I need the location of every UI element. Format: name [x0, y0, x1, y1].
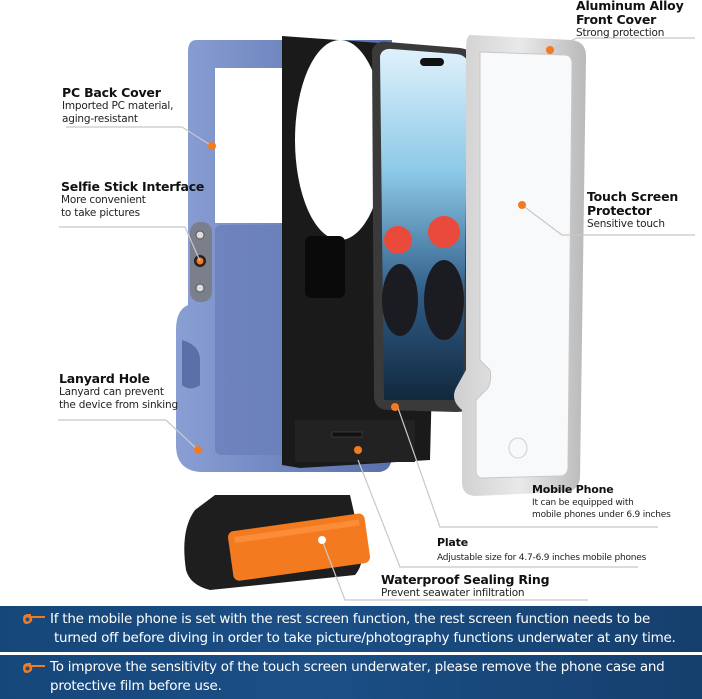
aluminum-front-cover: [454, 35, 586, 496]
callout-title: Mobile Phone: [532, 483, 614, 496]
callout-touch-screen-protector: Touch Screen Protector Sensitive touch: [587, 190, 678, 231]
callout-desc: Strong protection: [576, 27, 665, 39]
callout-plate: Plate Adjustable size for 4.7-6.9 inches…: [437, 536, 646, 564]
note-line: To improve the sensitivity of the touch …: [50, 659, 665, 675]
product-diagram: Aluminum Alloy Front Cover Strong protec…: [58, 0, 695, 601]
callout-title: PC Back Cover: [62, 85, 161, 100]
callout-dots: [194, 46, 554, 544]
callout-desc: Imported PC material,: [62, 100, 174, 112]
callout-title: Lanyard Hole: [59, 371, 150, 386]
callout-title: Front Cover: [576, 12, 657, 27]
pointing-hand-icon: [23, 614, 45, 624]
callout-desc: Adjustable size for 4.7-6.9 inches mobil…: [437, 553, 647, 563]
mobile-phone: [372, 41, 476, 413]
callout-title: Protector: [587, 203, 652, 218]
note-line: protective film before use.: [50, 678, 222, 694]
leader-lines: [58, 37, 695, 601]
callout-waterproof-sealing-ring: Waterproof Sealing Ring Prevent seawater…: [381, 572, 550, 600]
callout-desc: aging-resistant: [62, 113, 138, 125]
note-line: If the mobile phone is set with the rest…: [50, 611, 651, 627]
callout-pc-back-cover: PC Back Cover Imported PC material, agin…: [62, 86, 173, 126]
callout-selfie-stick-interface: Selfie Stick Interface More convenient t…: [61, 180, 204, 220]
callout-aluminum-front-cover: Aluminum Alloy Front Cover Strong protec…: [576, 0, 684, 40]
callout-desc: the device from sinking: [59, 399, 178, 411]
callout-lanyard-hole: Lanyard Hole Lanyard can prevent the dev…: [59, 372, 178, 412]
callout-desc: Prevent seawater infiltration: [381, 587, 525, 599]
callout-title: Plate: [437, 536, 468, 549]
callout-desc: It can be equipped with: [532, 498, 634, 508]
callout-desc: mobile phones under 6.9 inches: [532, 510, 671, 520]
pointing-hand-icon: [23, 663, 45, 673]
callout-title: Touch Screen: [587, 189, 679, 204]
callout-desc: to take pictures: [61, 207, 140, 219]
note-line: turned off before diving in order to tak…: [54, 630, 676, 646]
callout-title: Waterproof Sealing Ring: [381, 572, 550, 587]
handle-sealing-ring: [184, 495, 371, 590]
callout-title: Selfie Stick Interface: [61, 179, 205, 194]
callout-desc: Lanyard can prevent: [59, 386, 164, 398]
callout-mobile-phone: Mobile Phone It can be equipped with mob…: [532, 483, 671, 521]
callout-title: Aluminum Alloy: [576, 0, 684, 13]
callout-desc: Sensitive touch: [587, 218, 665, 230]
exploded-case-illustration: [58, 35, 695, 601]
banner-divider: [0, 652, 702, 655]
note-banner-rest-screen: If the mobile phone is set with the rest…: [0, 606, 702, 652]
note-banner-touch-sensitivity: To improve the sensitivity of the touch …: [0, 655, 702, 699]
callout-desc: More convenient: [61, 194, 146, 206]
